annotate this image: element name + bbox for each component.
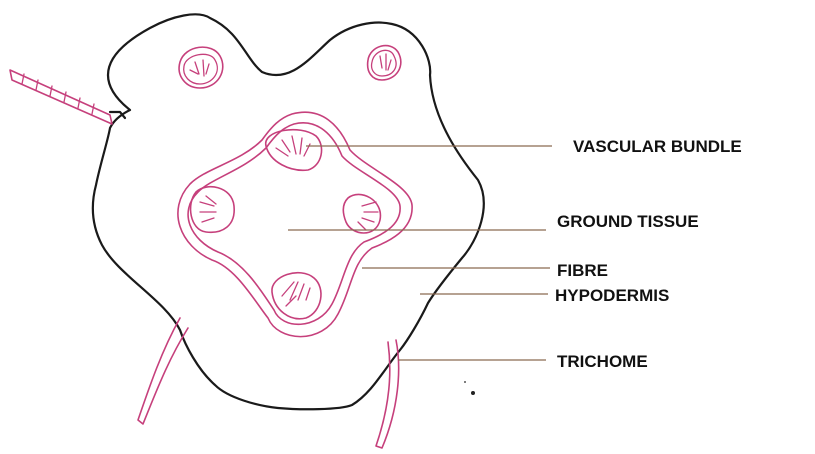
vascular-bundle-top-right [368,46,401,80]
ink-dot [471,391,475,395]
vascular-bundle-top-left [179,47,223,88]
label-vascular-bundle: VASCULAR BUNDLE [573,137,742,156]
label-fibre: FIBRE [557,261,608,280]
ink-dot [464,381,466,383]
label-ground-tissue: GROUND TISSUE [557,212,699,231]
label-hypodermis: HYPODERMIS [555,286,669,305]
vascular-bundle-top [266,130,322,171]
fibre-ring-inner [188,123,400,324]
vascular-bundle-bottom [272,273,321,319]
vascular-bundle-right [343,194,380,233]
label-trichome: TRICHOME [557,352,648,371]
epidermis-outline [93,14,484,409]
